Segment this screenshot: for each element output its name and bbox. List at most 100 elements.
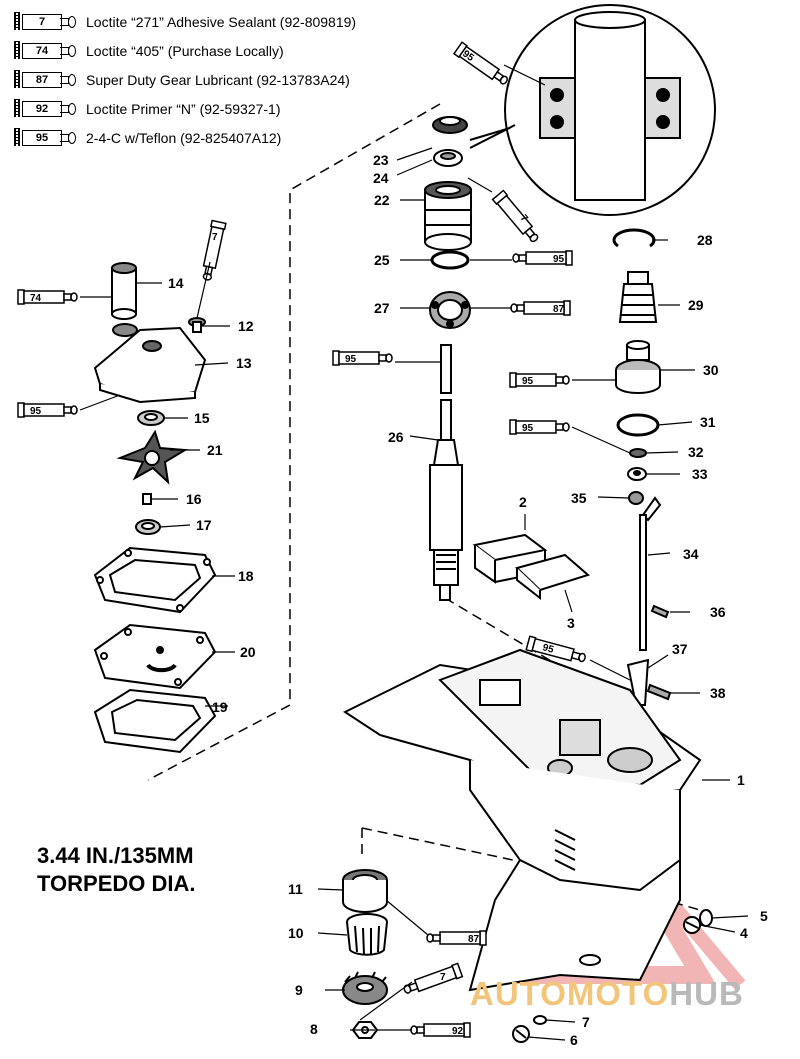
callout-29: 29 xyxy=(688,297,704,313)
watermark-text: AUTOMOTOHUB xyxy=(470,975,744,1013)
callout-36: 36 xyxy=(710,604,726,620)
callout-9: 9 xyxy=(295,982,303,998)
tube-icon-74-14 xyxy=(17,289,78,305)
callout-33: 33 xyxy=(692,466,708,482)
part-13-water-pump-housing xyxy=(93,323,207,404)
callout-7: 7 xyxy=(582,1014,590,1030)
tube-icon-7-8 xyxy=(401,962,464,998)
part-29-bushing xyxy=(618,271,658,323)
callout-5: 5 xyxy=(760,908,768,924)
tube-icon: 87 xyxy=(14,70,76,90)
tube-label: 7 xyxy=(212,232,218,243)
watermark-part-1: AUTOMOTO xyxy=(470,975,670,1012)
part-20-face-plate xyxy=(93,623,217,690)
torpedo-diameter-label: 3.44 IN./135MM TORPEDO DIA. xyxy=(37,842,196,898)
tube-label: 95 xyxy=(30,406,42,417)
tube-label: 92 xyxy=(452,1026,464,1037)
callout-6: 6 xyxy=(570,1032,578,1048)
part-18-gasket xyxy=(93,546,217,614)
callout-13: 13 xyxy=(236,355,252,371)
part-7-washer xyxy=(533,1015,547,1025)
tube-icon: 74 xyxy=(14,41,76,61)
callout-37: 37 xyxy=(672,641,688,657)
callout-17: 17 xyxy=(196,517,212,533)
tube-icon: 92 xyxy=(14,99,76,119)
tube-label: 74 xyxy=(30,293,42,304)
callout-11: 11 xyxy=(288,881,303,897)
callout-20: 20 xyxy=(240,644,256,660)
callout-14: 14 xyxy=(168,275,184,291)
part-6-fill-screw xyxy=(512,1025,530,1043)
tube-label: 87 xyxy=(468,934,480,945)
callout-22: 22 xyxy=(374,192,390,208)
part-37-shift-cam xyxy=(626,658,650,706)
part-23-seal xyxy=(432,116,468,134)
legend-text: Loctite “271” Adhesive Sealant (92-80981… xyxy=(86,14,357,30)
tube-label: 87 xyxy=(553,304,565,315)
part-24-seal xyxy=(433,149,463,167)
legend-row: 7 Loctite “271” Adhesive Sealant (92-809… xyxy=(14,11,356,33)
part-16-key xyxy=(142,493,152,505)
callout-30: 30 xyxy=(703,362,719,378)
callout-4: 4 xyxy=(740,925,748,941)
callout-12: 12 xyxy=(238,318,254,334)
callout-26: 26 xyxy=(388,429,404,445)
callout-16: 16 xyxy=(186,491,202,507)
part-32-washer xyxy=(629,448,647,458)
callout-25: 25 xyxy=(374,252,390,268)
torpedo-line-1: 3.44 IN./135MM xyxy=(37,843,194,868)
part-30-shift-cover xyxy=(615,340,661,394)
legend-text: 2-4-C w/Teflon (92-825407A12) xyxy=(86,130,282,146)
legend-row: 92 Loctite Primer “N” (92-59327-1) xyxy=(14,98,281,120)
callout-2: 2 xyxy=(519,494,527,510)
legend-text: Loctite Primer “N” (92-59327-1) xyxy=(86,101,281,117)
callout-1: 1 xyxy=(737,772,745,788)
tube-label: 7 xyxy=(440,972,446,983)
callout-24: 24 xyxy=(373,170,389,186)
part-11-bearing-race xyxy=(342,869,388,913)
callout-34: 34 xyxy=(683,546,699,562)
callout-numbers: 1 2 3 4 5 6 7 8 9 10 11 12 13 14 15 16 1… xyxy=(168,152,768,1048)
part-21-impeller xyxy=(116,429,189,485)
tube-icon-95-32 xyxy=(509,419,570,435)
tube-icon-7-top xyxy=(491,189,543,246)
callout-27: 27 xyxy=(374,300,390,316)
callout-23: 23 xyxy=(373,152,389,168)
part-34-shift-shaft xyxy=(639,496,662,651)
torpedo-line-2: TORPEDO DIA. xyxy=(37,871,196,896)
tube-label: 95 xyxy=(522,423,534,434)
part-26-drive-shaft xyxy=(429,344,463,601)
legend-text: Super Duty Gear Lubricant (92-13783A24) xyxy=(86,72,350,88)
callout-10: 10 xyxy=(288,925,304,941)
tube-icon: 95 xyxy=(14,128,76,148)
callout-8: 8 xyxy=(310,1021,318,1037)
part-38-pin xyxy=(646,683,672,701)
part-22-bearing-carrier xyxy=(424,181,472,251)
callout-28: 28 xyxy=(697,232,713,248)
tube-icon-95-30 xyxy=(509,372,570,388)
callout-21: 21 xyxy=(207,442,223,458)
part-10-roller-bearing xyxy=(346,913,388,956)
callout-32: 32 xyxy=(688,444,704,460)
legend-row: 74 Loctite “405” (Purchase Locally) xyxy=(14,40,284,62)
part-33-washer xyxy=(627,467,647,481)
leader-lines xyxy=(79,64,749,1041)
part-15-seal xyxy=(137,410,165,426)
part-35-washer xyxy=(628,491,644,505)
part-4-vent-screw xyxy=(683,916,701,934)
part-36-pin xyxy=(650,604,670,619)
callout-3: 3 xyxy=(567,615,575,631)
part-27-bearing xyxy=(429,291,471,329)
callout-18: 18 xyxy=(238,568,254,584)
bearing-detail-circle xyxy=(469,4,716,216)
part-1-gearcase-housing xyxy=(342,648,702,992)
tube-label: 7 xyxy=(518,213,530,225)
tube-icon-95-top xyxy=(453,41,512,89)
part-5-washer xyxy=(699,909,713,927)
watermark-part-2: HUB xyxy=(669,975,744,1012)
tube-label: 95 xyxy=(345,354,357,365)
tube-labels: 95 7 95 87 7 74 95 95 95 95 95 87 7 92 xyxy=(30,48,565,1037)
tube-label: 95 xyxy=(522,376,534,387)
tube-icon: 7 xyxy=(14,12,76,32)
